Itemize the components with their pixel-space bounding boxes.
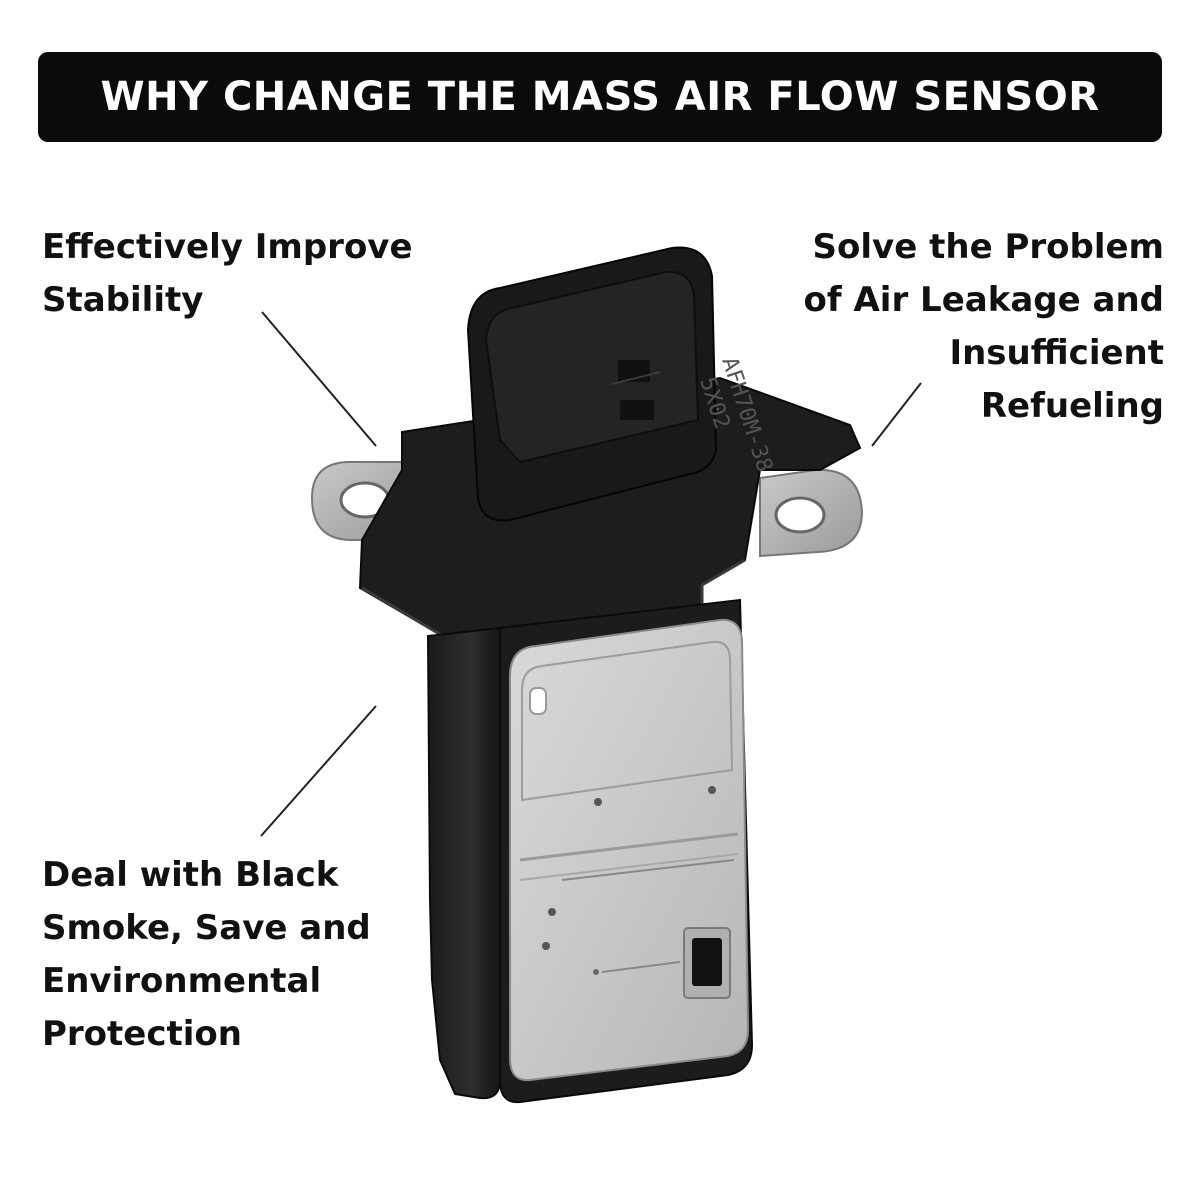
- connector-housing: [466, 246, 718, 522]
- leader-line: [261, 311, 377, 447]
- callout-line: Insufficient: [949, 333, 1164, 373]
- leader-line: [871, 382, 922, 447]
- callout-line: Refueling: [980, 386, 1164, 426]
- callout-line: Stability: [42, 280, 204, 320]
- sensor-plate: [509, 618, 750, 1082]
- callout-line: Environmental: [42, 961, 322, 1001]
- callout-stability: Effectively Improve Stability: [42, 221, 413, 327]
- callout-line: Deal with Black: [42, 855, 339, 895]
- title-banner: WHY CHANGE THE MASS AIR FLOW SENSOR: [38, 52, 1162, 142]
- callout-line: Solve the Problem: [812, 227, 1164, 267]
- callout-line: Smoke, Save and: [42, 908, 371, 948]
- callout-line: Effectively Improve: [42, 227, 413, 267]
- callout-air-leakage: Solve the Problem of Air Leakage and Ins…: [803, 221, 1164, 433]
- mounting-ear-right: [759, 468, 864, 558]
- callout-black-smoke: Deal with Black Smoke, Save and Environm…: [42, 849, 371, 1061]
- banner-title: WHY CHANGE THE MASS AIR FLOW SENSOR: [100, 74, 1100, 120]
- leader-line: [260, 705, 377, 837]
- callout-line: of Air Leakage and: [803, 280, 1164, 320]
- callout-line: Protection: [42, 1014, 242, 1054]
